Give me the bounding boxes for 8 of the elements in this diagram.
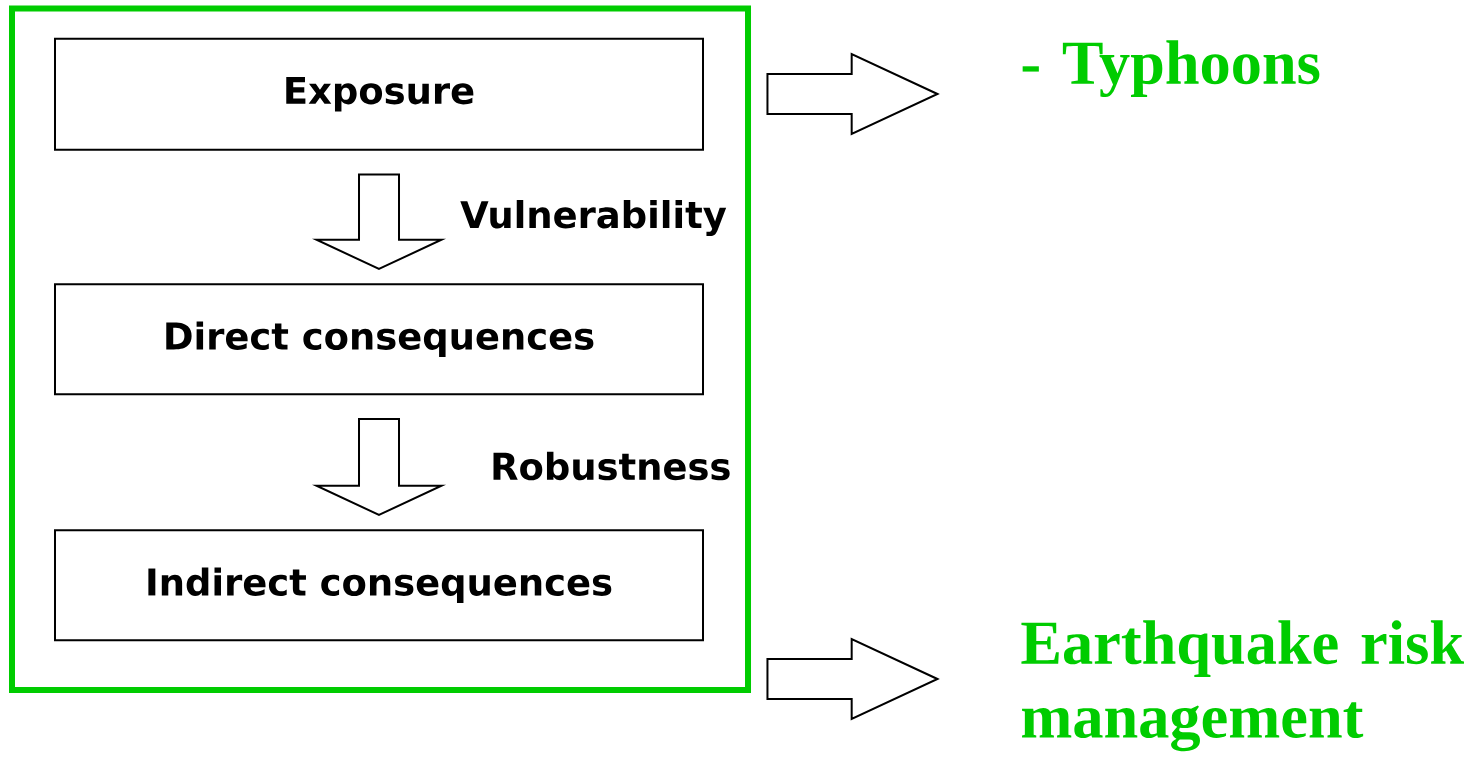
process-box: Exposure (54, 37, 704, 151)
process-box: Indirect consequences (54, 529, 704, 642)
edge-label: Vulnerability (460, 200, 727, 236)
edge-label: Robustness (493, 451, 730, 481)
process-box: Direct consequences (54, 283, 704, 396)
outcome-text: - Typhoons (1022, 40, 1320, 98)
frame (9, 5, 751, 693)
outcome-text: Earthquake risk management (1021, 620, 1464, 752)
